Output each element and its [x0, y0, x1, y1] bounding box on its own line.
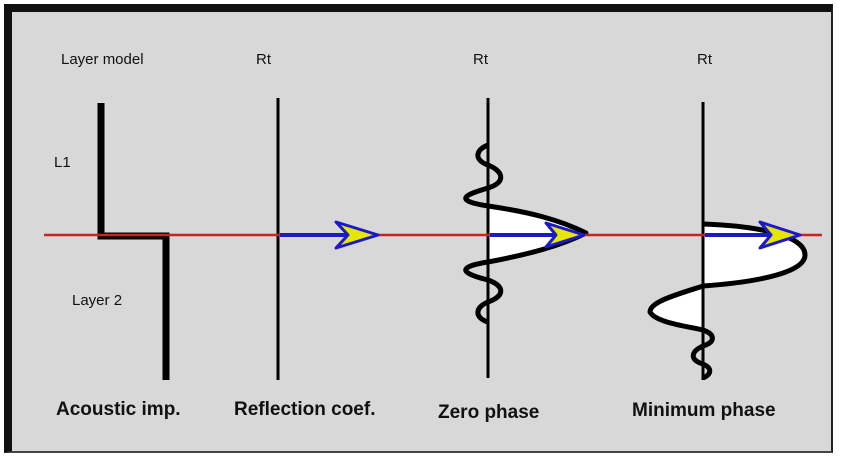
layer-model-label: Layer model [61, 51, 144, 68]
acoustic-impedance-log [97, 103, 170, 380]
zero-phase-wavelet [463, 142, 589, 325]
rt-label-zero-phase: Rt [473, 51, 489, 68]
minimum-phase-wavelet-fill [650, 224, 805, 330]
rt-label-reflection: Rt [256, 51, 272, 68]
l1-label: L1 [54, 154, 71, 171]
diagram-frame [4, 4, 833, 453]
caption-reflection-coefficient: Reflection coef. [234, 399, 375, 420]
rt-label-minimum-phase: Rt [697, 51, 713, 68]
caption-minimum-phase: Minimum phase [632, 400, 776, 421]
layer2-label: Layer 2 [72, 292, 122, 309]
minimum-phase-wavelet [647, 221, 808, 381]
reflection-arrow [280, 220, 380, 250]
caption-acoustic-impedance: Acoustic imp. [56, 399, 181, 420]
caption-zero-phase: Zero phase [438, 402, 539, 423]
minimum-phase-arrow [705, 220, 802, 250]
zero-phase-arrow [490, 221, 586, 249]
